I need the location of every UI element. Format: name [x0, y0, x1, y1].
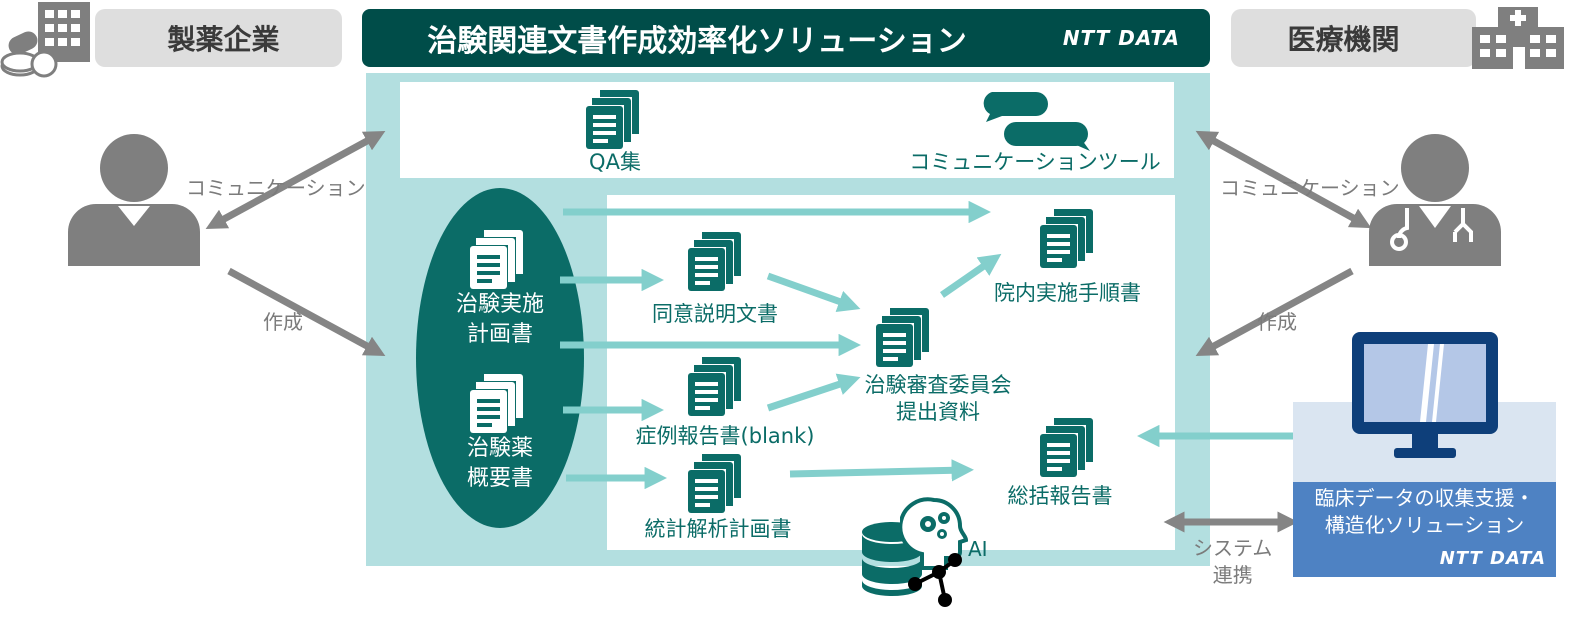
clinical-solution-line1: 臨床データの収集支援・	[1314, 486, 1535, 510]
irb-label: 治験審査委員会 提出資料	[838, 372, 1038, 426]
monitor-icon	[1352, 332, 1498, 458]
arrow-irb-procedure	[940, 253, 1002, 298]
network-icon	[908, 553, 962, 607]
consent-document-icon	[688, 230, 742, 292]
investigator-brochure-icon	[470, 372, 524, 434]
arrow-right-communication	[1195, 130, 1372, 229]
arrow-right-create	[1195, 267, 1354, 357]
investigator-brochure-line2: 概要書	[466, 466, 533, 491]
clinical-solution-brand: NTT DATA	[1439, 548, 1546, 569]
solution-title-bar: 治験関連文書作成効率化ソリューション NTT DATA	[362, 9, 1210, 67]
protocol-line2: 計画書	[466, 322, 533, 347]
system-link-line1: システム	[1193, 536, 1273, 560]
communication-tool-label: コミュニケーションツール	[909, 150, 1161, 174]
consent-label: 同意説明文書	[652, 302, 778, 326]
protocol-document-icon	[470, 228, 524, 290]
sap-label: 統計解析計画書	[644, 517, 792, 541]
hospital-icon	[1472, 7, 1564, 69]
irb-document-icon	[876, 306, 930, 368]
protocol-line1: 治験実施	[455, 292, 544, 317]
brand-logo: NTT DATA	[1062, 26, 1180, 50]
crf-label: 症例報告書(blank)	[635, 424, 815, 448]
chat-icon	[983, 92, 1090, 151]
arrow-left-create	[227, 267, 386, 357]
protocol-label: 治験実施 計画書	[420, 290, 580, 350]
pill-icon	[0, 31, 58, 78]
summary-label: 総括報告書	[1007, 484, 1113, 508]
pharma-company-label: 製薬企業	[95, 9, 342, 67]
system-link-line2: 連携	[1212, 563, 1253, 587]
procedure-document-icon	[1040, 207, 1094, 269]
qa-label: QA集	[589, 150, 641, 174]
ai-label: AI	[968, 537, 988, 561]
right-create-label: 作成	[1257, 310, 1297, 334]
clinical-solution-line2: 構造化ソリューション	[1324, 513, 1525, 537]
right-communication-label: コミュニケーション	[1220, 176, 1400, 200]
left-communication-label: コミュニケーション	[186, 176, 366, 200]
qa-document-icon	[586, 88, 640, 150]
medical-institution-label: 医療機関	[1231, 9, 1476, 67]
crf-document-icon	[688, 355, 742, 417]
pharma-company-text: 製薬企業	[167, 23, 280, 56]
arrow-consent-irb	[766, 272, 861, 313]
investigator-brochure-label: 治験薬 概要書	[420, 434, 580, 494]
irb-line2: 提出資料	[896, 400, 980, 424]
medical-institution-text: 医療機関	[1287, 23, 1400, 56]
system-link-label: システム 連携	[1193, 535, 1272, 589]
solution-title: 治験関連文書作成効率化ソリューション	[427, 24, 967, 59]
sap-document-icon	[688, 452, 742, 514]
doctor-icon	[1369, 134, 1501, 266]
summary-document-icon	[1040, 416, 1094, 478]
investigator-brochure-line1: 治験薬	[466, 436, 533, 461]
person-icon	[68, 134, 200, 266]
procedure-label: 院内実施手順書	[994, 281, 1141, 305]
arrow-sap-summary	[789, 459, 974, 482]
clinical-solution-text: 臨床データの収集支援・ 構造化ソリューション	[1293, 485, 1556, 539]
arrow-left-communication	[205, 130, 386, 230]
left-create-label: 作成	[263, 310, 303, 334]
arrow-crf-irb	[766, 373, 861, 412]
clinical-solution-box: 臨床データの収集支援・ 構造化ソリューション NTT DATA	[1293, 482, 1556, 577]
irb-line1: 治験審査委員会	[864, 373, 1012, 397]
